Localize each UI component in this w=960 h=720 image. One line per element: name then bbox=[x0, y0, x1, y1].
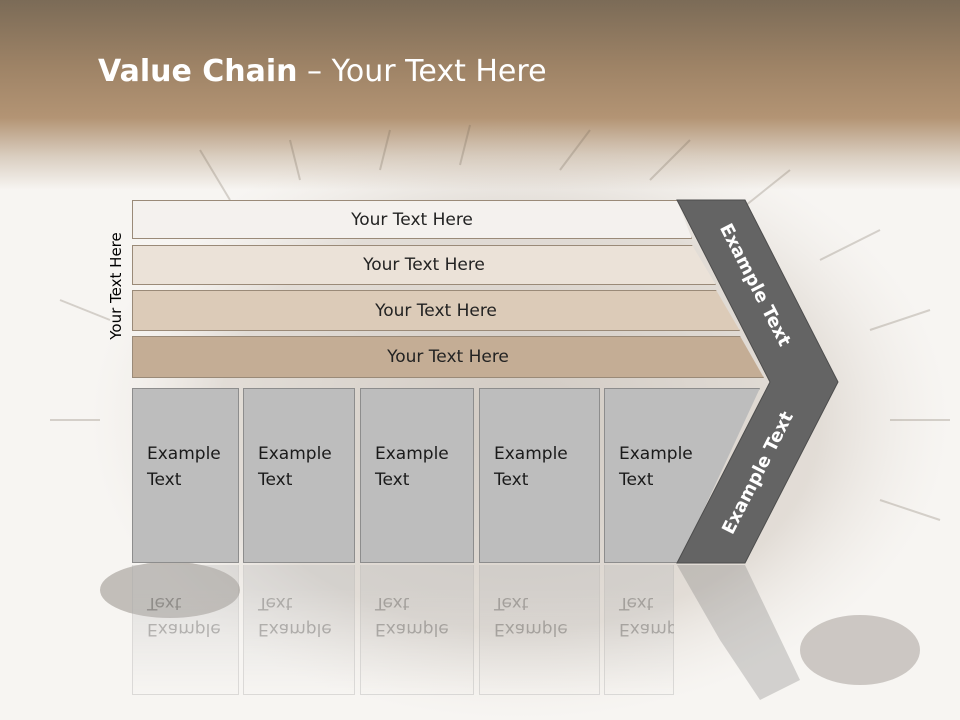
chevron-reflection bbox=[677, 565, 800, 700]
layer-label: Your Text Here bbox=[387, 347, 509, 367]
slide-title: Value Chain – Your Text Here bbox=[98, 54, 547, 89]
layer-row-1: Your Text Here bbox=[132, 200, 692, 239]
layer-label: Your Text Here bbox=[363, 255, 485, 275]
column-box-1: Example Text bbox=[132, 388, 239, 563]
layer-row-4: Your Text Here bbox=[132, 336, 764, 378]
column-box-4: Example Text bbox=[479, 388, 600, 563]
layer-label: Your Text Here bbox=[351, 209, 473, 230]
layer-row-2: Your Text Here bbox=[132, 245, 716, 285]
column-box-3: Example Text bbox=[360, 388, 474, 563]
title-rest: – Your Text Here bbox=[297, 54, 547, 89]
title-bold: Value Chain bbox=[98, 54, 298, 89]
chevron-shape bbox=[676, 199, 839, 564]
column-box-2: Example Text bbox=[243, 388, 355, 563]
layer-row-3: Your Text Here bbox=[132, 290, 740, 331]
layer-label: Your Text Here bbox=[375, 300, 497, 321]
